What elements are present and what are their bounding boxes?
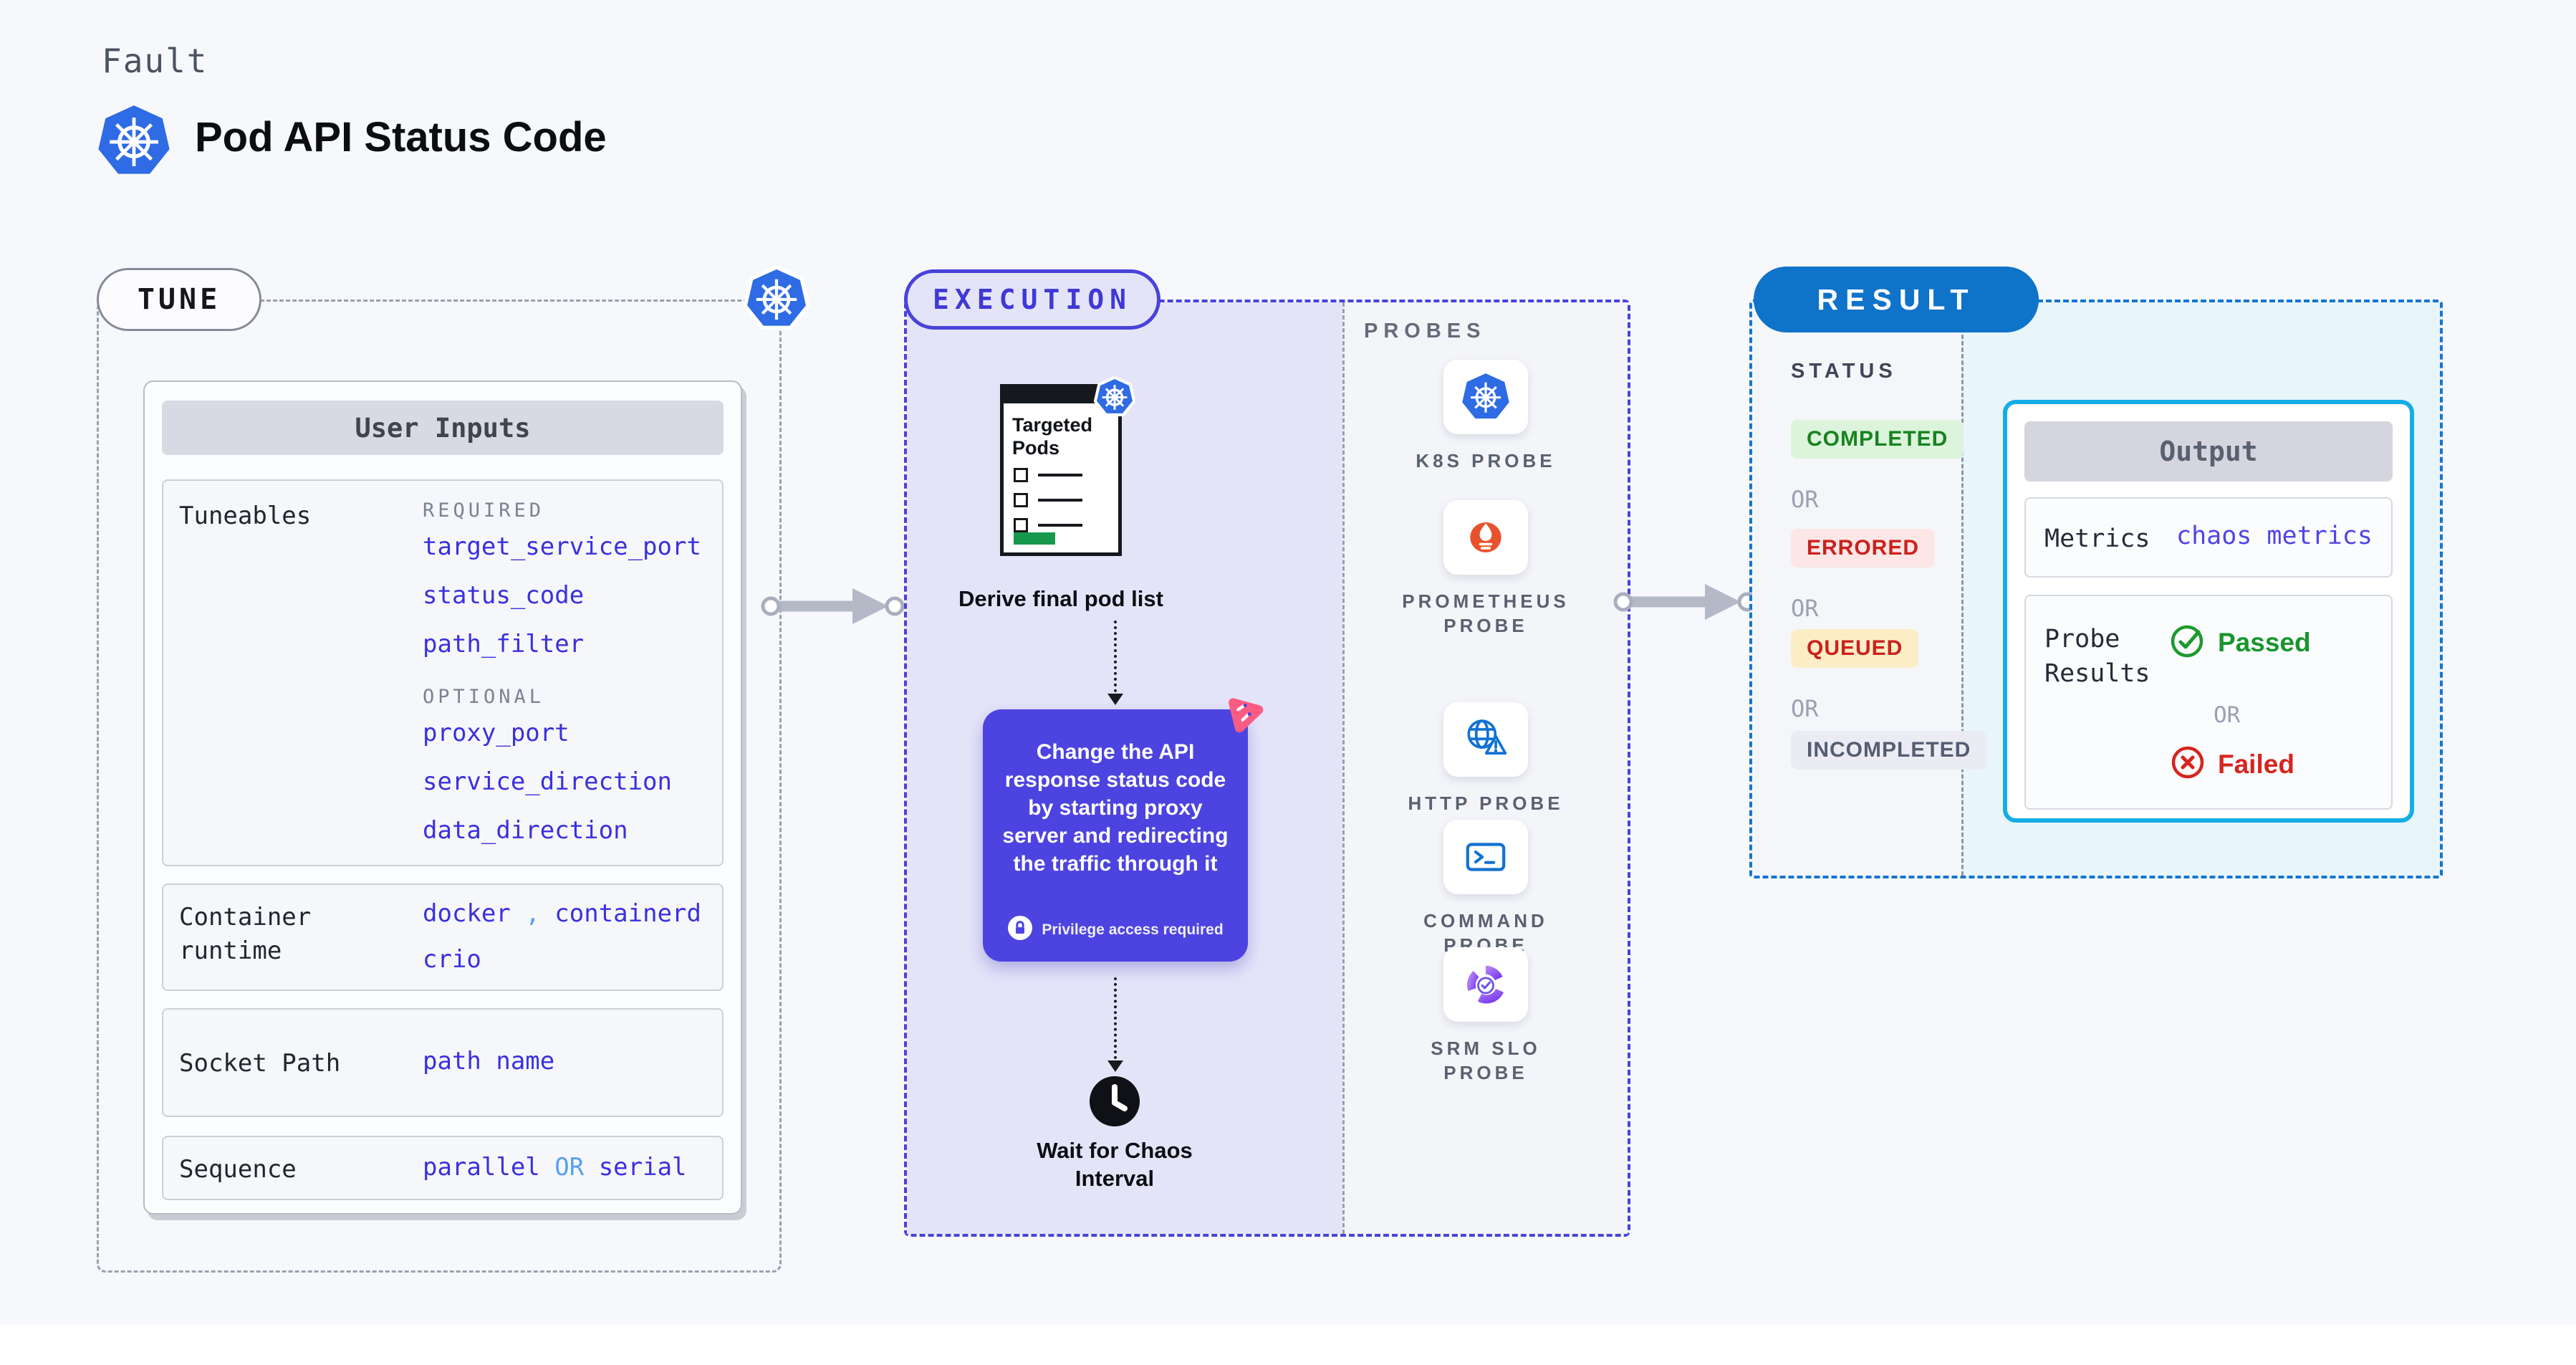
probes-heading: PROBES bbox=[1364, 320, 1486, 343]
status-badge-incompleted: INCOMPLETED bbox=[1791, 731, 1987, 770]
sequence-label: Sequence bbox=[179, 1155, 297, 1184]
checkbox-icon bbox=[1014, 493, 1028, 507]
tuneable-value: status_code bbox=[423, 581, 585, 610]
tuneable-value: data_direction bbox=[423, 816, 628, 845]
list-line bbox=[1038, 474, 1082, 476]
kubernetes-icon bbox=[1443, 360, 1528, 434]
terminal-icon bbox=[1443, 820, 1528, 894]
check-circle-icon bbox=[2169, 622, 2206, 663]
arrow-down-icon bbox=[1107, 694, 1123, 705]
failed-label: Failed bbox=[2218, 749, 2294, 779]
derive-pod-list-caption: Derive final pod list bbox=[958, 586, 1163, 611]
clock-icon bbox=[1088, 1075, 1141, 1131]
socket-path-value: path name bbox=[423, 1047, 555, 1076]
kubernetes-icon bbox=[1093, 375, 1136, 421]
page-footer-strip bbox=[0, 1325, 2576, 1365]
prometheus-icon bbox=[1443, 500, 1528, 575]
status-heading: STATUS bbox=[1791, 360, 1897, 383]
chaos-action-text: Change the API response status code by s… bbox=[1002, 740, 1229, 876]
or-separator: OR bbox=[1791, 595, 1819, 622]
probe-item-k8s: K8S PROBE bbox=[1396, 360, 1575, 473]
targeted-pods-title: Targeted Pods bbox=[1012, 414, 1093, 459]
tune-section-badge: TUNE bbox=[97, 268, 261, 331]
runtime-value: containerd bbox=[554, 899, 701, 928]
tuneable-value: service_direction bbox=[423, 767, 672, 796]
page-title: Pod API Status Code bbox=[195, 114, 607, 161]
or-separator: OR bbox=[2214, 702, 2241, 728]
execution-section-badge: EXECUTION bbox=[904, 269, 1160, 330]
container-runtime-row: Container runtime docker , containerd cr… bbox=[162, 883, 724, 991]
optional-heading: OPTIONAL bbox=[423, 686, 545, 708]
or-separator: OR bbox=[1791, 695, 1819, 722]
checkbox-icon bbox=[1014, 518, 1028, 532]
or-separator: OR bbox=[1791, 486, 1819, 513]
status-badge-queued: QUEUED bbox=[1791, 629, 1919, 668]
kubernetes-icon bbox=[96, 103, 172, 183]
progress-bar bbox=[1014, 532, 1055, 545]
user-inputs-card: User Inputs Tuneables REQUIRED target_se… bbox=[143, 380, 742, 1215]
result-section-badge: RESULT bbox=[1754, 267, 2039, 332]
probe-item-command: COMMAND PROBE bbox=[1396, 820, 1575, 957]
output-header: Output bbox=[2024, 421, 2393, 482]
flow-dotted-connector bbox=[1114, 977, 1117, 1059]
x-circle-icon bbox=[2169, 744, 2206, 785]
status-panel bbox=[1752, 302, 1961, 876]
list-line bbox=[1038, 524, 1082, 527]
probe-item-prometheus: PROMETHEUS PROBE bbox=[1396, 500, 1575, 638]
sequence-value: serial bbox=[598, 1153, 687, 1182]
lock-icon bbox=[1007, 915, 1033, 944]
socket-path-row: Socket Path path name bbox=[162, 1008, 724, 1117]
flow-arrow bbox=[1613, 584, 1756, 620]
execution-section: Targeted Pods bbox=[904, 300, 1630, 1237]
status-badge-errored: ERRORED bbox=[1791, 529, 1936, 567]
list-line bbox=[1038, 499, 1082, 502]
sequence-value: parallel bbox=[423, 1153, 540, 1182]
passed-label: Passed bbox=[2218, 627, 2311, 657]
result-section: STATUS COMPLETED OR ERRORED OR QUEUED OR… bbox=[1749, 300, 2443, 878]
probe-label: K8S PROBE bbox=[1416, 450, 1556, 471]
probe-label: PROMETHEUS PROBE bbox=[1402, 590, 1570, 636]
probe-label: SRM SLO PROBE bbox=[1431, 1038, 1541, 1083]
tune-section: User Inputs Tuneables REQUIRED target_se… bbox=[97, 300, 782, 1273]
clipboard-header-bar bbox=[1004, 388, 1118, 403]
container-runtime-label: Container runtime bbox=[179, 903, 312, 965]
sequence-or: OR bbox=[554, 1153, 585, 1182]
flow-arrow bbox=[761, 588, 904, 624]
fault-kicker: Fault bbox=[102, 42, 208, 80]
flow-dotted-connector bbox=[1114, 621, 1117, 692]
runtime-separator: , bbox=[525, 899, 540, 928]
metrics-value: chaos metrics bbox=[2176, 522, 2373, 550]
socket-path-label: Socket Path bbox=[179, 1049, 341, 1078]
tuneable-value: path_filter bbox=[423, 630, 585, 658]
probe-label: HTTP PROBE bbox=[1408, 792, 1564, 814]
targeted-pods-clipboard: Targeted Pods bbox=[1000, 375, 1136, 556]
user-inputs-header: User Inputs bbox=[162, 401, 724, 455]
kubernetes-icon bbox=[742, 264, 811, 336]
chaos-action-box: Change the API response status code by s… bbox=[983, 698, 1264, 962]
required-heading: REQUIRED bbox=[423, 499, 545, 522]
privilege-note: Privilege access required bbox=[1042, 921, 1224, 938]
probe-item-srm-slo: SRM SLO PROBE bbox=[1396, 947, 1575, 1085]
tuneable-value: proxy_port bbox=[423, 719, 569, 747]
tuneables-row: Tuneables REQUIRED target_service_port s… bbox=[162, 479, 724, 866]
status-badge-completed: COMPLETED bbox=[1791, 420, 1964, 459]
metrics-row: Metrics chaos metrics bbox=[2024, 497, 2393, 578]
probe-results-label: Probe Results bbox=[2044, 625, 2150, 688]
arrow-down-icon bbox=[1107, 1060, 1123, 1072]
http-globe-warning-icon bbox=[1443, 702, 1528, 777]
wait-chaos-caption: Wait for Chaos Interval bbox=[1037, 1138, 1193, 1191]
tuneable-value: target_service_port bbox=[423, 532, 701, 561]
output-card: Output Metrics chaos metrics Probe Resul… bbox=[2003, 400, 2414, 823]
runtime-value: crio bbox=[423, 945, 481, 974]
checkbox-icon bbox=[1014, 468, 1028, 482]
probe-item-http: HTTP PROBE bbox=[1396, 702, 1575, 815]
probe-results-row: Probe Results Passed OR bbox=[2024, 595, 2393, 810]
chaos-pink-icon bbox=[1219, 689, 1269, 743]
runtime-value: docker bbox=[423, 899, 511, 928]
sequence-row: Sequence parallel OR serial bbox=[162, 1136, 724, 1200]
tuneables-label: Tuneables bbox=[179, 502, 312, 530]
metrics-label: Metrics bbox=[2044, 525, 2150, 553]
slo-pie-check-icon bbox=[1443, 947, 1528, 1022]
